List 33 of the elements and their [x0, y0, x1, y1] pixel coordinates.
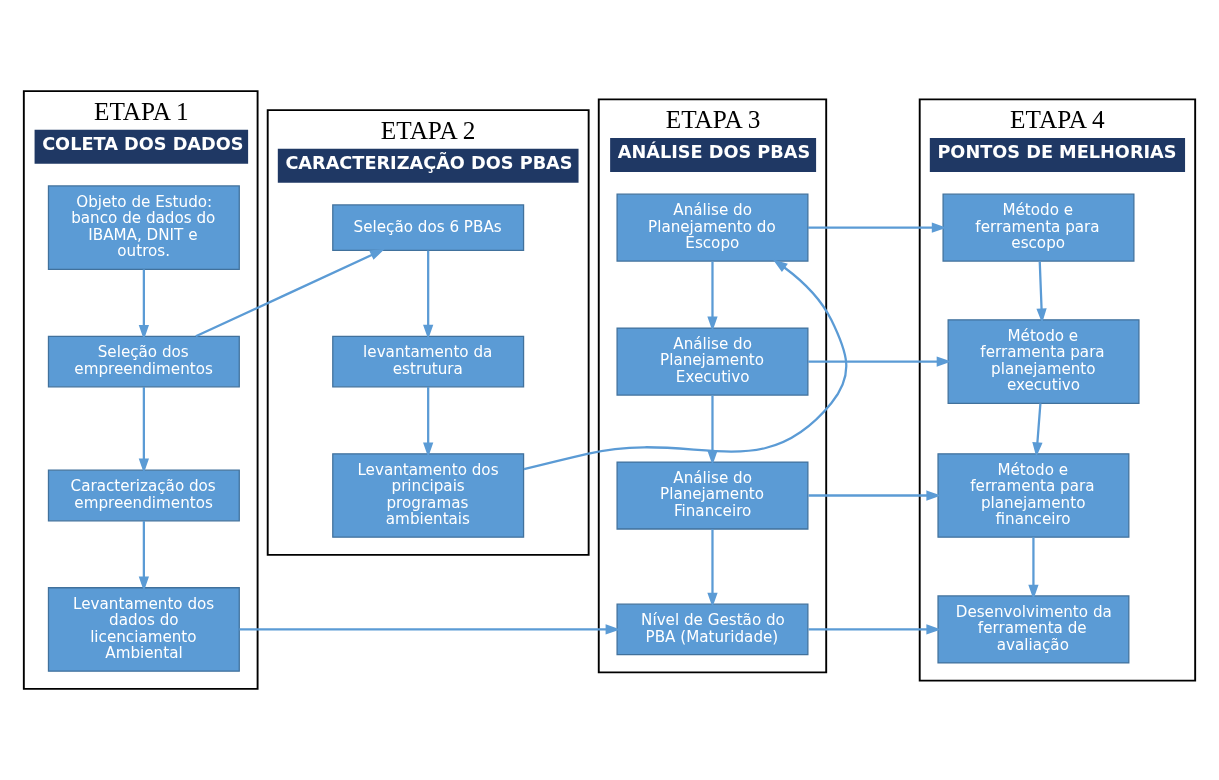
- node-box: Método e ferramenta para planejamento executivo: [947, 319, 1140, 404]
- arrow: [1036, 261, 1047, 324]
- arrow: [808, 624, 942, 635]
- arrow: [707, 395, 718, 466]
- node-box: levantamento da estrutura: [332, 335, 525, 388]
- node-box: Caracterização dos empreendimentos: [47, 469, 240, 522]
- arrow: [808, 222, 947, 233]
- node-box: Análise do Planejamento Executivo: [616, 327, 809, 396]
- arrow: [523, 259, 848, 471]
- node-box: Objeto de Estudo: banco de dados do IBAMA, DNIT e outros.: [47, 185, 240, 270]
- node-box: Desenvolvimento da ferramenta de avaliação: [937, 595, 1130, 664]
- arrow: [707, 261, 718, 332]
- arrow: [195, 249, 385, 338]
- arrow: [1032, 403, 1043, 458]
- arrow: [808, 490, 942, 501]
- node-box: Levantamento dos principais programas ambientais: [332, 453, 525, 538]
- arrow: [138, 520, 149, 592]
- arrow: [138, 386, 149, 474]
- arrow: [707, 529, 718, 608]
- node-box: Método e ferramenta para planejamento financeiro: [937, 453, 1130, 538]
- node-box: Seleção dos 6 PBAs: [332, 204, 525, 251]
- node-box: Método e ferramenta para escopo: [942, 193, 1135, 262]
- arrow: [138, 269, 149, 340]
- node-box: Análise do Planejamento do Escopo: [616, 193, 809, 262]
- node-box: Levantamento dos dados do licenciamento Ambiental: [47, 587, 240, 672]
- node-box: Análise do Planejamento Financeiro: [616, 461, 809, 530]
- arrow: [1028, 537, 1039, 600]
- arrow: [808, 356, 952, 367]
- node-box: Nível de Gestão do PBA (Maturidade): [616, 603, 809, 656]
- arrow: [239, 624, 621, 635]
- arrow: [423, 386, 434, 458]
- arrow: [423, 250, 434, 340]
- node-box: Seleção dos empreendimentos: [47, 335, 240, 388]
